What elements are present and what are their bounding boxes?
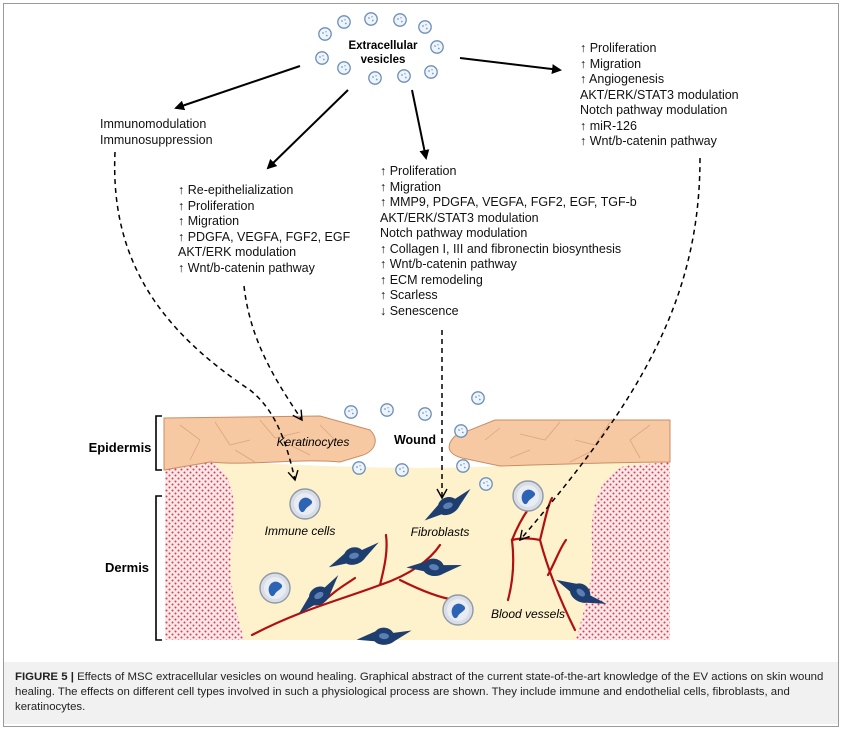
effect-line: ↑ ECM remodeling (380, 272, 483, 287)
effect-line: AKT/ERK/STAT3 modulation (580, 87, 739, 102)
dashed-arrows (113, 151, 701, 542)
arrow-to-immune (174, 65, 301, 111)
figure-label: FIGURE 5 | (15, 671, 74, 683)
dermis-label: Dermis (105, 560, 149, 575)
effect-line: ↑ Proliferation (178, 198, 255, 213)
effect-line: AKT/ERK/STAT3 modulation (380, 210, 539, 225)
source-label-line2: vesicles (361, 54, 406, 66)
dermis-dotted-right (576, 462, 670, 640)
epidermis-left (163, 415, 376, 471)
arrow-to-endothelial (459, 57, 562, 75)
fibroblasts-label: Fibroblasts (411, 525, 470, 539)
endothelial-effects: ↑ Proliferation ↑ Migration ↑ Angiogenes… (580, 41, 739, 150)
figure-caption: FIGURE 5 | Effects of MSC extracellular … (4, 662, 838, 724)
effect-line: ↑ Re-epithelialization (178, 183, 294, 197)
arrow-to-fibroblasts (411, 89, 430, 160)
effect-line: ↑ Wnt/b-catenin pathway (178, 260, 315, 275)
fibroblast-effects: ↑ Proliferation ↑ Migration ↑ MMP9, PDGF… (380, 164, 637, 319)
immune-cell (259, 572, 291, 604)
blood-vessels-label: Blood vessels (491, 607, 565, 621)
caption-text: Effects of MSC extracellular vesicles on… (15, 671, 824, 713)
effect-line: ↑ MMP9, PDGFA, VEGFA, FGF2, EGF, TGF-b (380, 195, 637, 209)
effect-line: ↑ Migration (580, 56, 642, 71)
epidermis-label: Epidermis (89, 440, 152, 455)
effect-line: ↑ Wnt/b-catenin pathway (380, 257, 517, 271)
effect-line: ↑ Migration (178, 214, 240, 228)
effect-line: ↑ Collagen I, III and fibronectin biosyn… (380, 241, 622, 256)
dashed-arrow-endothelial (519, 157, 701, 542)
effect-line: Notch pathway modulation (380, 226, 528, 240)
keratinocytes-label: Keratinocytes (277, 435, 350, 449)
effect-line: ↑ Migration (380, 179, 442, 194)
effect-line: ↑ Wnt/b-catenin pathway (580, 134, 717, 148)
effect-line: AKT/ERK modulation (178, 245, 297, 259)
effect-line: Immunomodulation (100, 117, 207, 131)
dashed-arrow-immune (113, 151, 299, 482)
effect-line: ↑ PDGFA, VEGFA, FGF2, EGF (178, 229, 351, 244)
arrow-to-keratinocytes (266, 89, 349, 170)
keratinocyte-effects: ↑ Re-epithelialization ↑ Proliferation ↑… (178, 183, 350, 276)
effect-line: ↑ Proliferation (380, 164, 457, 178)
dermis-bracket (155, 495, 162, 641)
immune-effects: Immunomodulation Immunosuppression (100, 117, 213, 148)
effect-line: ↑ Angiogenesis (580, 72, 665, 86)
effect-line: ↑ Proliferation (580, 41, 657, 55)
figure-frame (3, 3, 839, 727)
epidermis-bracket (155, 415, 162, 471)
wound-healing-diagram: Extracellular vesicles Epidermis Dermis … (89, 12, 701, 648)
effect-line: ↓ Senescence (380, 303, 459, 318)
dermis-dotted-left (165, 462, 244, 640)
epidermis-right (448, 419, 671, 467)
immune-cells-label: Immune cells (265, 524, 336, 538)
immune-cell (289, 488, 321, 520)
immune-cell (512, 480, 544, 512)
source-label-line1: Extracellular (348, 40, 418, 52)
effect-line: ↑ miR-126 (580, 118, 637, 133)
effect-line: Immunosuppression (100, 132, 213, 147)
wound-label: Wound (394, 433, 436, 447)
dashed-arrow-keratinocytes (243, 285, 303, 422)
effect-line: Notch pathway modulation (580, 103, 728, 117)
effect-line: ↑ Scarless (380, 288, 438, 302)
solid-arrows (174, 57, 562, 170)
immune-cell (442, 594, 474, 626)
